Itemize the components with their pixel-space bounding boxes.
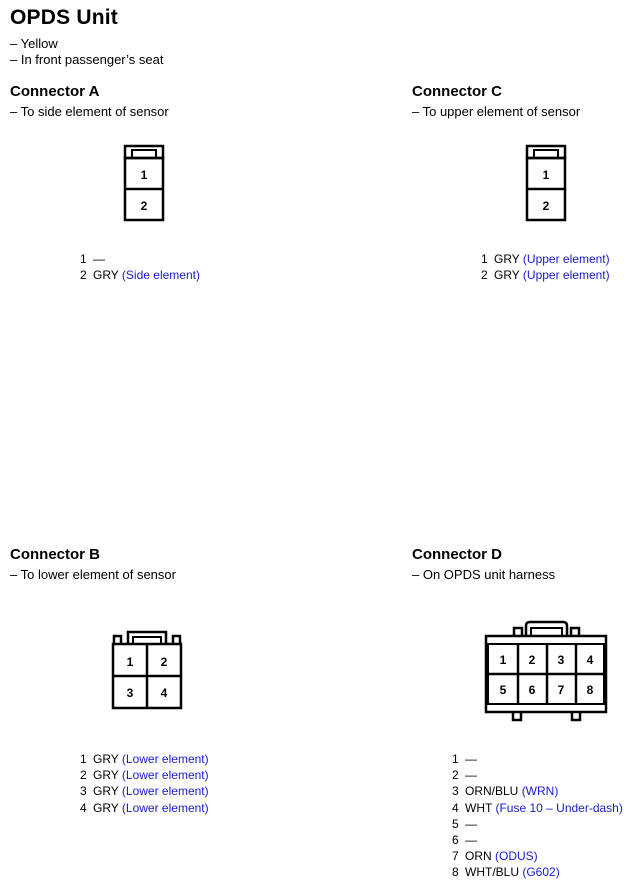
connector-c-diagram: 1 2 — [525, 144, 567, 222]
connector-a-location: – To side element of sensor — [10, 104, 169, 119]
connector-d-cavity-5: 5 — [500, 683, 507, 697]
pin-row: 2— — [452, 768, 477, 783]
connector-a-cavity-1: 1 — [141, 168, 148, 182]
connector-b-diagram: 1 2 3 4 — [111, 630, 183, 710]
connector-d-cavity-7: 7 — [558, 683, 565, 697]
connector-b-latch — [126, 630, 168, 644]
pin-row: 6— — [452, 833, 477, 848]
connector-d-cavity-6: 6 — [529, 683, 536, 697]
connector-d-latch — [524, 620, 569, 636]
unit-color-note: – Yellow — [10, 36, 58, 51]
unit-notes: – Yellow – In front passenger’s seat — [10, 36, 163, 68]
connector-d-cavity-1: 1 — [500, 653, 507, 667]
connector-a-diagram: 1 2 — [123, 144, 165, 222]
unit-location-note: – In front passenger’s seat — [10, 52, 164, 67]
connector-a-latch — [123, 144, 165, 160]
pin-row: 1— — [80, 252, 105, 266]
pin-row: 5— — [452, 816, 477, 831]
connector-d-location: – On OPDS unit harness — [412, 567, 556, 582]
connector-c-cavity-2: 2 — [543, 199, 550, 213]
pin-row: 1— — [452, 752, 477, 766]
connector-b-cavity-1: 1 — [127, 655, 134, 669]
connector-a-cavity-2: 2 — [141, 199, 148, 213]
connector-c-latch — [525, 144, 567, 160]
connector-d-cavity-8: 8 — [587, 683, 594, 697]
connector-b-title: Connector B — [10, 546, 100, 563]
connector-d-cavity-3: 3 — [558, 653, 565, 667]
connector-b-cavity-3: 3 — [127, 686, 134, 700]
connector-d-cavity-4: 4 — [587, 653, 594, 667]
connector-c-cavity-1: 1 — [543, 168, 550, 182]
connector-d-diagram: 1 2 3 4 5 6 7 8 — [484, 620, 608, 722]
connector-d-cavity-2: 2 — [529, 653, 536, 667]
connector-b-cavity-2: 2 — [161, 655, 168, 669]
connector-c-title: Connector C — [412, 83, 502, 100]
connector-d-housing — [484, 634, 608, 714]
connector-a-title: Connector A — [10, 83, 100, 100]
connector-b-location: – To lower element of sensor — [10, 567, 176, 582]
connector-d-title: Connector D — [412, 546, 502, 563]
connector-b-cavity-4: 4 — [161, 686, 168, 700]
connector-c-location: – To upper element of sensor — [412, 104, 581, 119]
page-title: OPDS Unit — [10, 6, 118, 29]
